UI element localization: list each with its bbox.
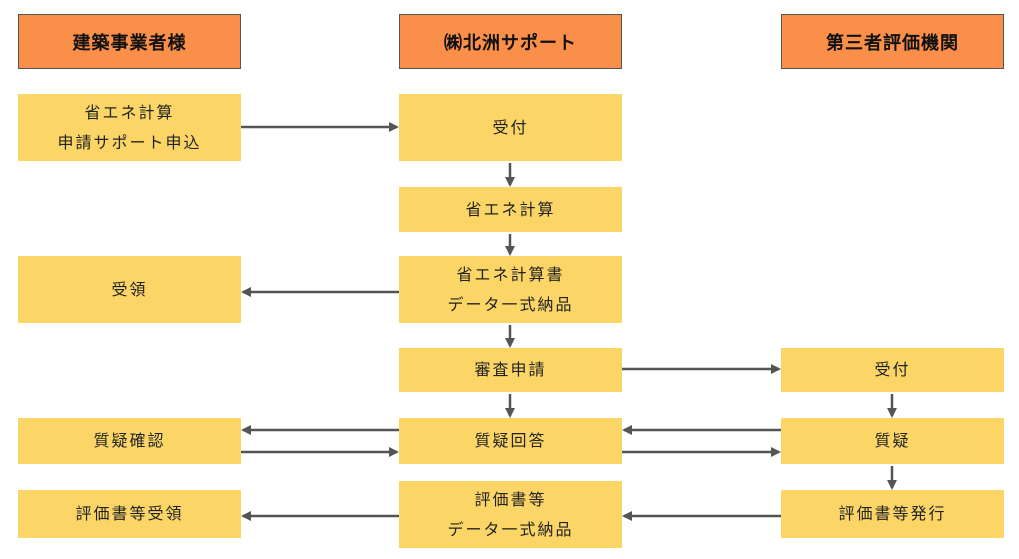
box-calc-delivery-line2: データ一式納品 [447, 294, 574, 314]
box-calc-delivery-line1: 省エネ計算書 [456, 264, 565, 284]
box-qa-answer: 質疑回答 [399, 418, 622, 464]
box-builder-receive: 受領 [18, 256, 241, 323]
box-eval-delivery-line1: 評価書等 [474, 489, 547, 509]
header-hokushu-support: ㈱北洲サポート [399, 14, 622, 69]
box-eval-delivery-line2: データ一式納品 [447, 519, 574, 539]
box-eval-issue: 評価書等発行 [781, 490, 1004, 538]
box-calc-delivery: 省エネ計算書 データ一式納品 [399, 256, 622, 323]
box-hokushu-accept: 受付 [399, 94, 622, 161]
box-eval-delivery: 評価書等 データ一式納品 [399, 481, 622, 548]
box-qa-confirm: 質疑確認 [18, 418, 241, 464]
box-apply-support-line1: 省エネ計算 [84, 102, 175, 122]
box-third-qa: 質疑 [781, 418, 1004, 464]
box-apply-support-line2: 申請サポート申込 [57, 132, 202, 152]
box-apply-support: 省エネ計算 申請サポート申込 [18, 94, 241, 161]
header-builder: 建築事業者様 [18, 14, 241, 69]
box-eval-receive: 評価書等受領 [18, 490, 241, 538]
header-third-party: 第三者評価機関 [781, 14, 1004, 69]
box-review-apply: 審査申請 [399, 348, 622, 392]
box-energy-calc: 省エネ計算 [399, 187, 622, 232]
box-third-accept: 受付 [781, 348, 1004, 392]
